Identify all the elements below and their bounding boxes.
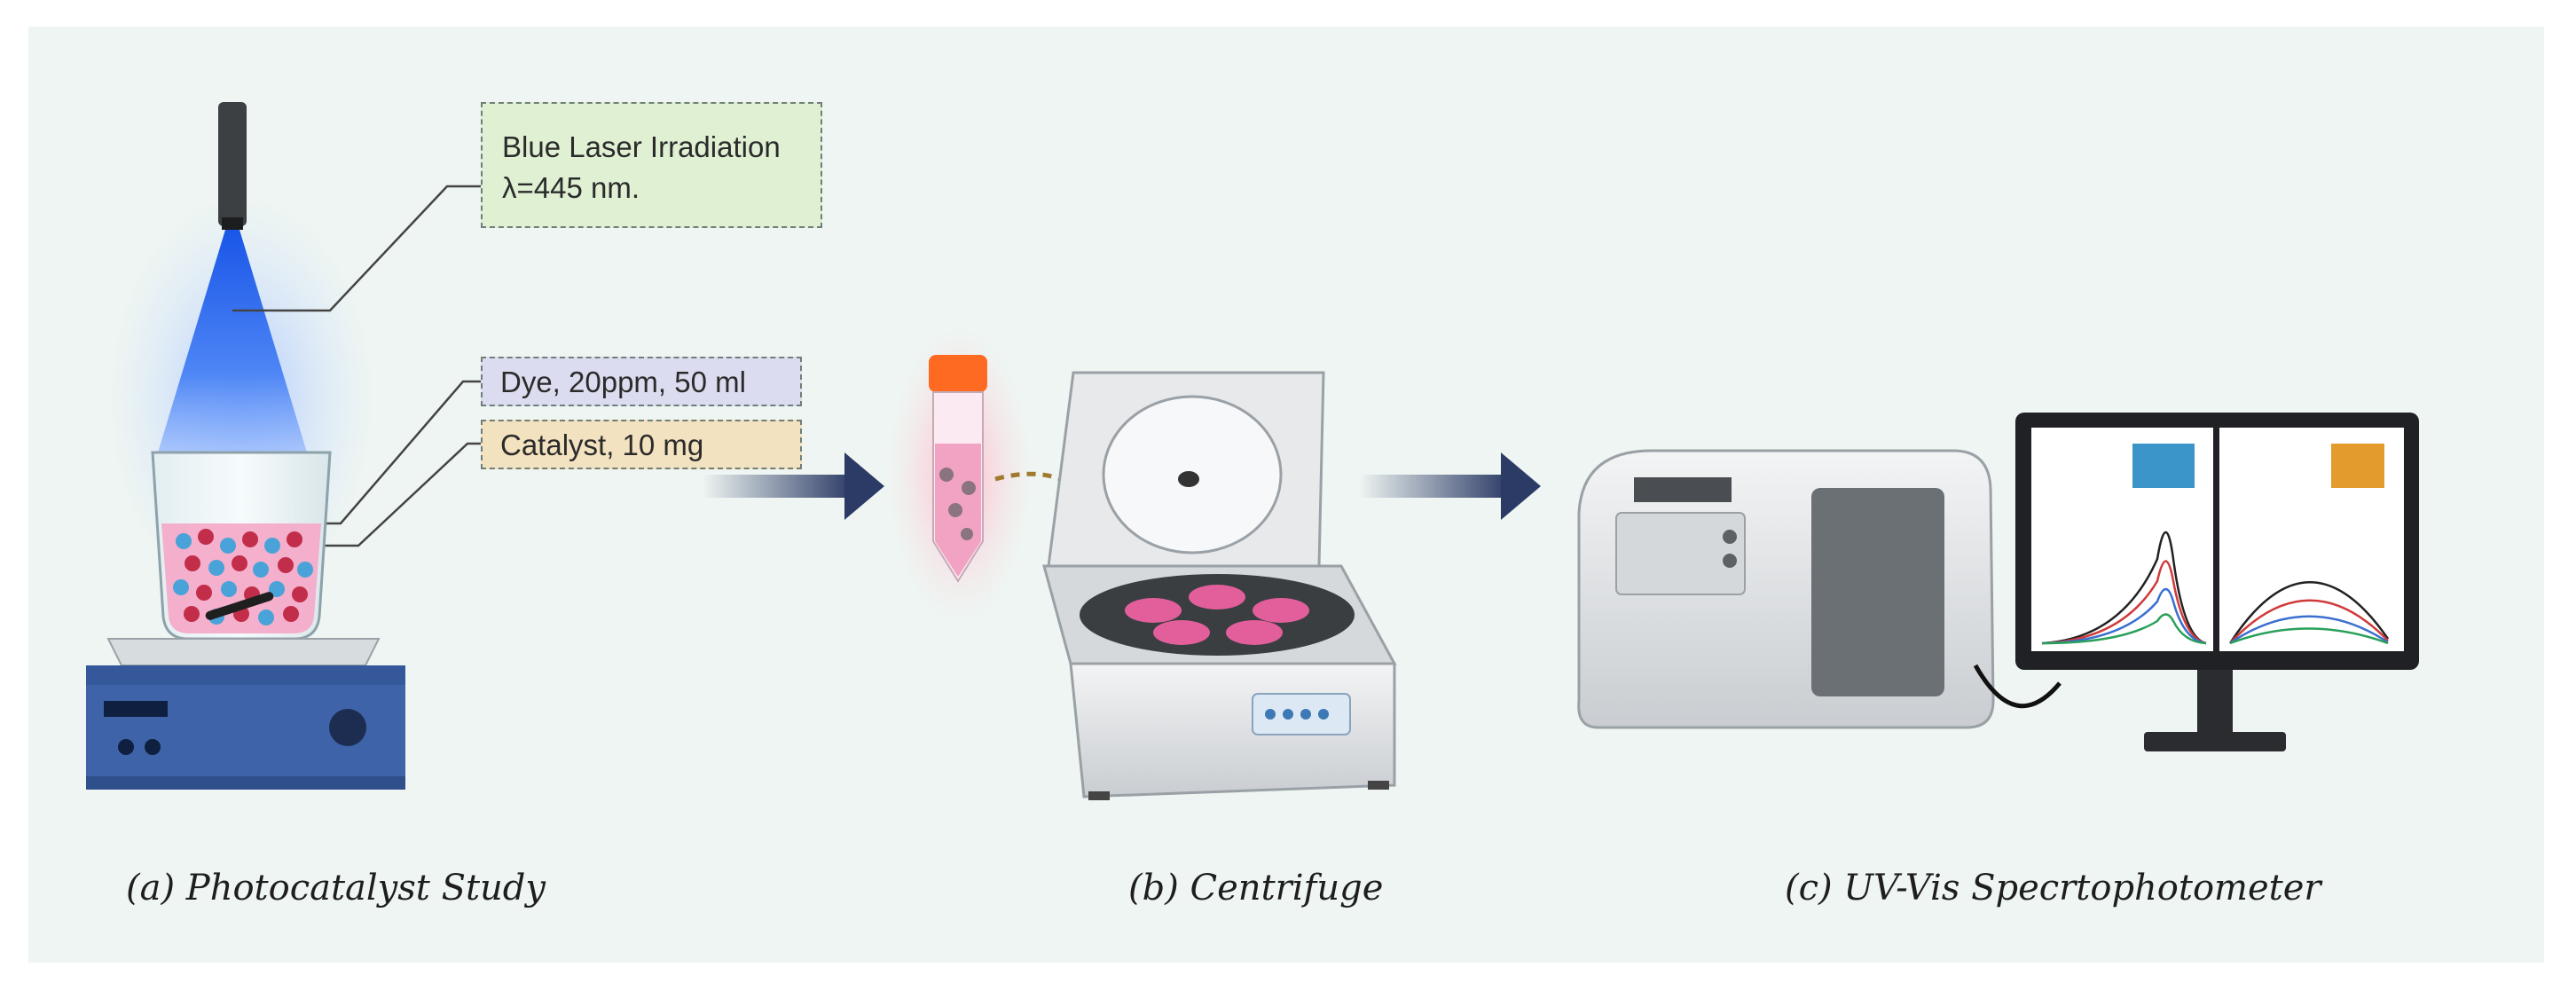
photocatalyst-setup xyxy=(86,102,483,790)
callout-catalyst-text: Catalyst, 10 mg xyxy=(500,429,704,461)
centrifuge-setup xyxy=(889,328,1397,800)
spectro-screen xyxy=(1634,477,1732,502)
laser-beam xyxy=(153,230,312,470)
spectrum-curves-left xyxy=(2041,531,2207,645)
stir-bar xyxy=(205,592,274,620)
arrow-1 xyxy=(703,452,884,520)
callout-laser: Blue Laser Irradiation λ=445 nm. xyxy=(481,102,822,228)
callout-dye-text: Dye, 20ppm, 50 ml xyxy=(500,366,746,398)
leader-line-laser xyxy=(232,185,483,312)
cable xyxy=(1973,664,2062,709)
uv-vis-setup xyxy=(1577,413,2419,751)
caption-photocatalyst: (a) Photocatalyst Study xyxy=(126,868,546,908)
stirrer-base xyxy=(86,665,405,790)
display-screen xyxy=(104,701,168,717)
callout-laser-line1: Blue Laser Irradiation xyxy=(502,130,781,163)
spectrum-curves-right xyxy=(2228,581,2390,645)
arrow-2 xyxy=(1359,452,1541,520)
sample-compartment xyxy=(1811,488,1944,696)
knob xyxy=(329,709,366,746)
caption-uv-vis: (c) UV-Vis Specrtophotometer xyxy=(1785,868,2321,908)
callout-dye: Dye, 20ppm, 50 ml xyxy=(481,357,802,406)
caption-centrifuge: (b) Centrifuge xyxy=(1128,868,1384,908)
rotor-chamber xyxy=(1080,574,1355,656)
callout-laser-line2: λ=445 nm. xyxy=(502,171,640,204)
monitor-stand xyxy=(2197,670,2233,732)
figure-panel: Blue Laser Irradiation λ=445 nm. Dye, 20… xyxy=(28,27,2544,963)
hot-plate-top xyxy=(106,638,381,666)
dye-solution xyxy=(161,523,321,633)
tube-cap xyxy=(929,355,987,392)
illustration xyxy=(86,102,2419,800)
laser-head xyxy=(218,102,247,226)
callout-catalyst: Catalyst, 10 mg xyxy=(481,420,802,469)
catalyst-particles xyxy=(173,529,313,625)
